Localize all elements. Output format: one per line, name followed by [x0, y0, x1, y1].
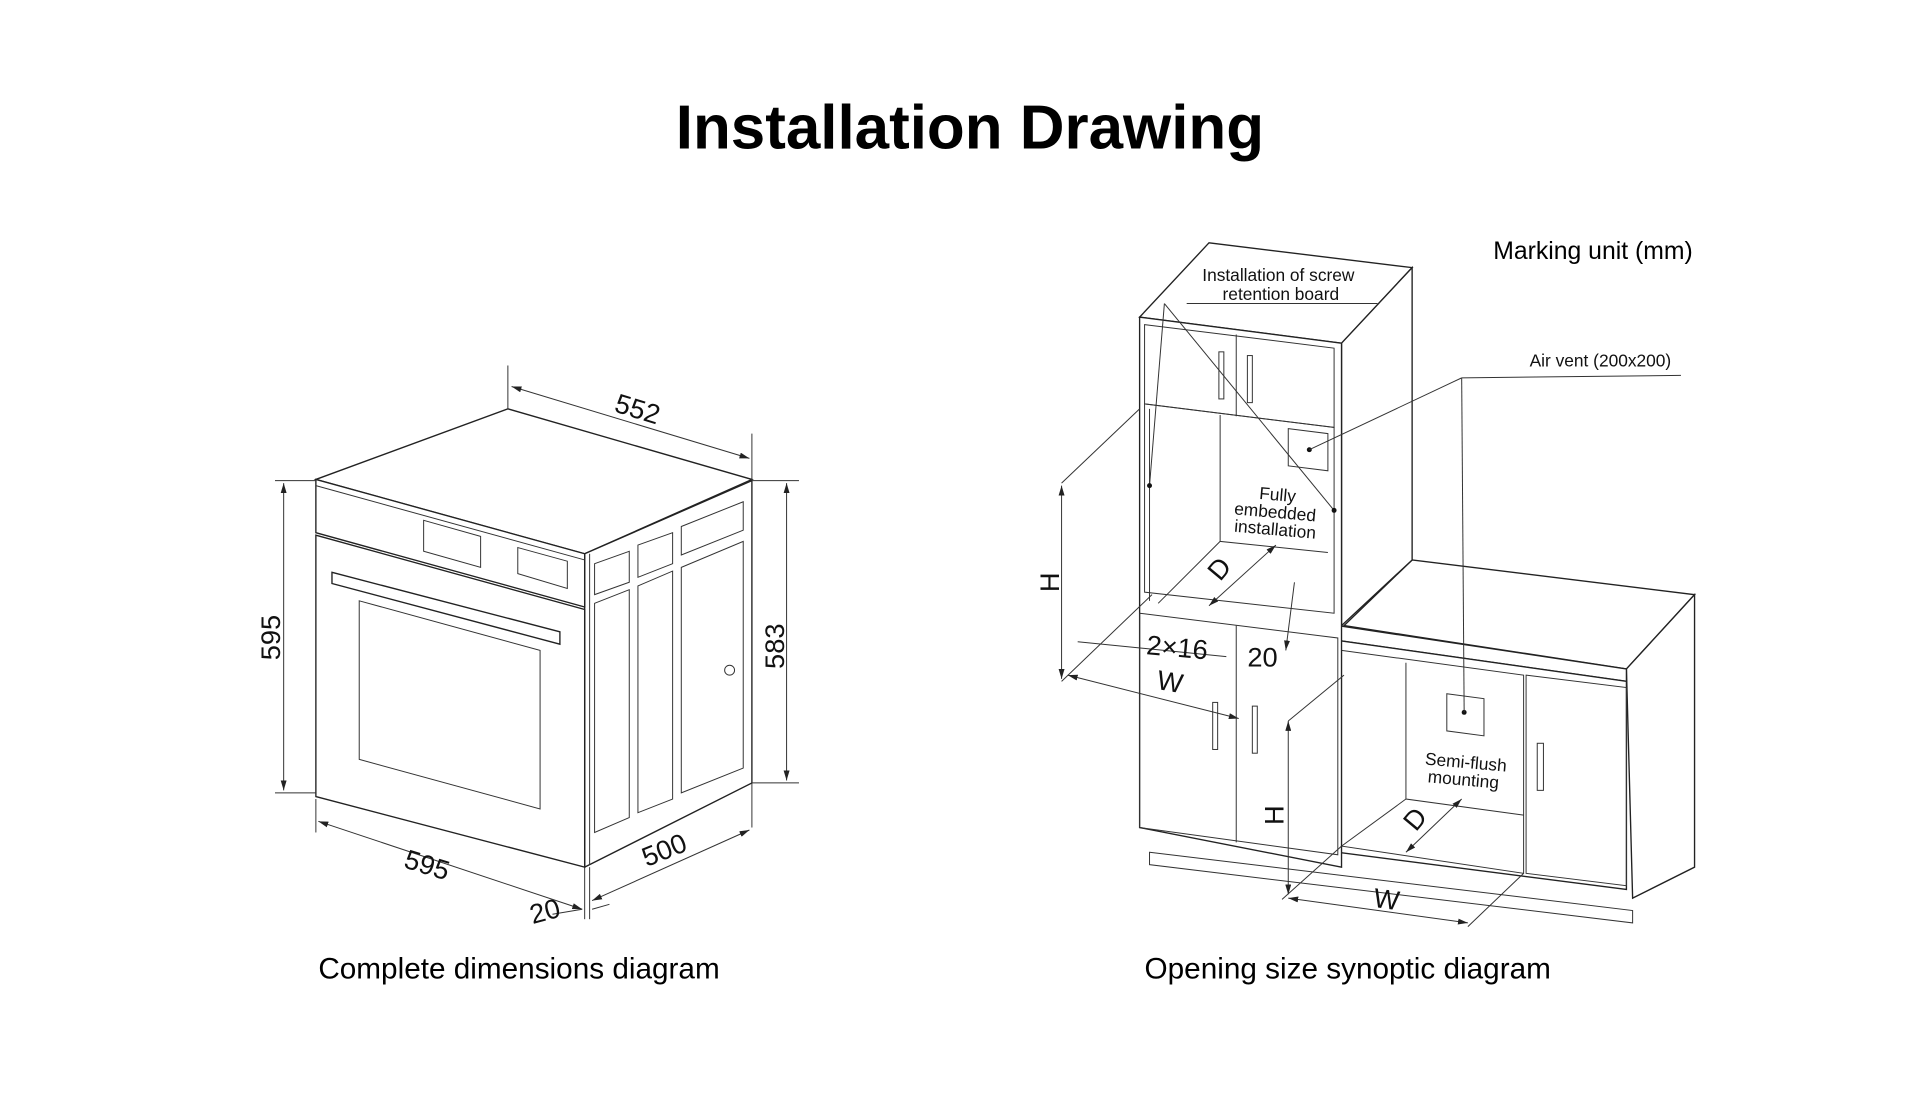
dim-595-height: 595 [255, 615, 286, 660]
dim-595-width: 595 [401, 843, 454, 886]
fully-embedded-label-1: Fully [1259, 483, 1298, 506]
air-vent-label: Air vent (200x200) [1530, 351, 1672, 371]
dim-upper-w: W [1155, 664, 1186, 699]
dim-583: 583 [759, 623, 790, 668]
dim-top-gap: 20 [1247, 641, 1277, 672]
screw-board-label-2: retention board [1223, 284, 1340, 304]
left-caption: Complete dimensions diagram [318, 953, 719, 986]
screw-board-label-1: Installation of screw [1202, 265, 1355, 285]
dim-upper-h: H [1034, 572, 1065, 592]
dim-lower-h: H [1258, 805, 1289, 825]
dim-20: 20 [526, 892, 563, 930]
unit-note: Marking unit (mm) [1493, 238, 1693, 265]
right-caption: Opening size synoptic diagram [1145, 953, 1551, 986]
dim-lower-w: W [1372, 882, 1402, 916]
cabinet-drawing: H D 2×16 20 W H D W Installation of scre… [1034, 242, 1696, 927]
oven-drawing: 552 583 595 595 500 20 [255, 365, 799, 930]
dim-552: 552 [611, 387, 664, 430]
dim-side-gap: 2×16 [1145, 629, 1209, 665]
page-title: Installation Drawing [676, 94, 1264, 163]
